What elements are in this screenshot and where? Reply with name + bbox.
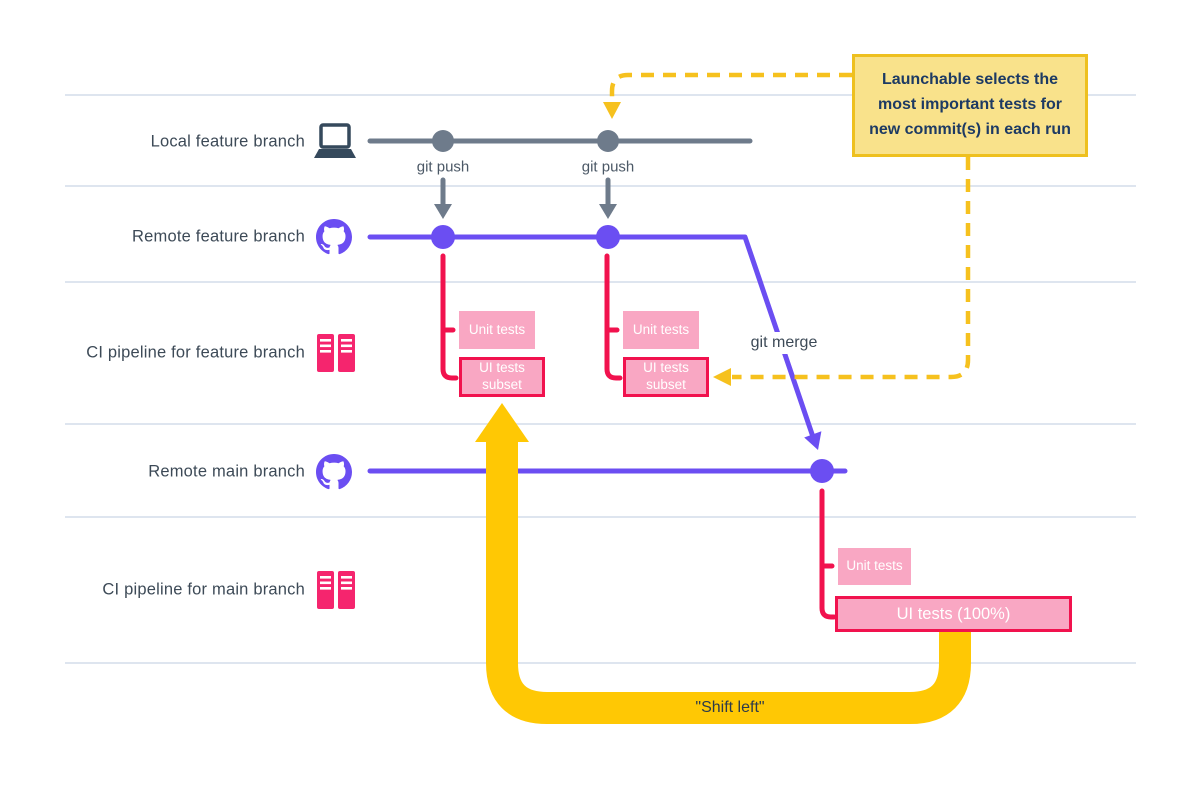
remote-feature-branch-line (367, 225, 822, 450)
launchable-dashed-arrow-to-commit (603, 72, 852, 119)
unit-tests-box-feature-2: Unit tests (623, 311, 699, 349)
server-icon (316, 571, 356, 609)
github-icon (316, 454, 352, 490)
unit-tests-box-feature-1: Unit tests (459, 311, 535, 349)
ui-tests-100-box-main: UI tests (100%) (835, 596, 1072, 632)
laptop-icon (312, 123, 358, 161)
git-merge-label: git merge (744, 332, 824, 354)
local-branch-line (367, 130, 753, 152)
ci-bracket-main (819, 488, 837, 620)
shift-left-arrow (475, 403, 971, 724)
row-label-ci-main-branch: CI pipeline for main branch (102, 580, 305, 599)
row-label-ci-feature-branch: CI pipeline for feature branch (86, 343, 305, 362)
launchable-callout: Launchable selects the most important te… (852, 54, 1088, 157)
ci-bracket-feature-2 (604, 253, 623, 381)
ci-bracket-feature-1 (440, 253, 459, 381)
row-label-local-feature-branch: Local feature branch (150, 132, 305, 151)
ui-tests-subset-box-feature-1: UI tests subset (459, 357, 545, 397)
row-label-remote-main-branch: Remote main branch (148, 462, 305, 481)
git-push-arrows (434, 177, 617, 219)
git-push-label-2: git push (581, 158, 635, 176)
github-icon (316, 219, 352, 255)
unit-tests-box-main: Unit tests (838, 548, 911, 585)
launchable-dashed-arrow-to-subset (713, 157, 971, 386)
lane-divider-lines (65, 94, 1136, 664)
ui-tests-subset-box-feature-2: UI tests subset (623, 357, 709, 397)
git-push-label-1: git push (416, 158, 470, 176)
server-icon (316, 334, 356, 372)
shift-left-label: "Shift left" (695, 699, 765, 716)
main-commit-dot (810, 459, 834, 483)
row-label-remote-feature-branch: Remote feature branch (132, 227, 305, 246)
